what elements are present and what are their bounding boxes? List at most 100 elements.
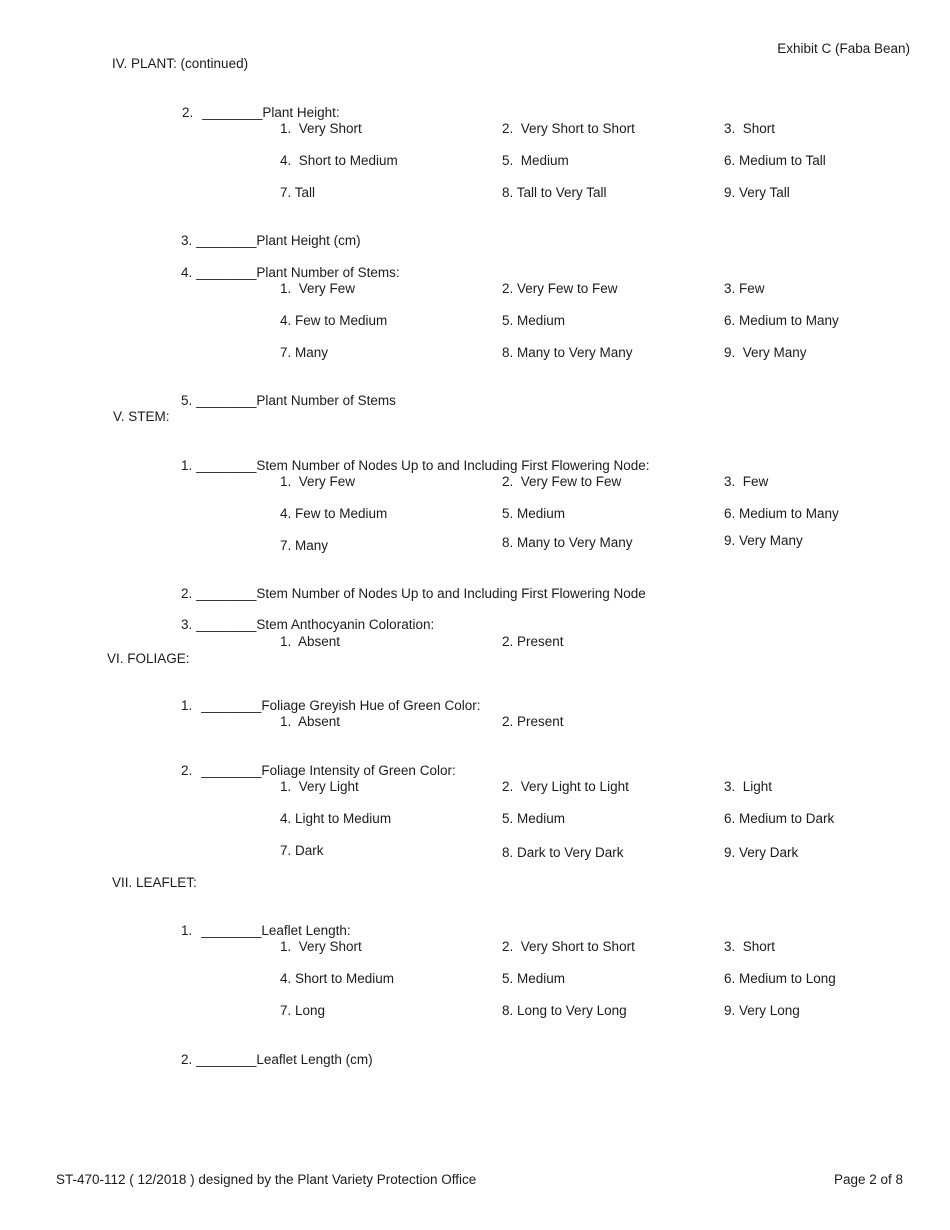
fill-in-blank: ________ (201, 923, 262, 938)
item-number: 3. (181, 617, 193, 632)
option-cell: 2. Very Short to Short (502, 939, 635, 954)
fill-in-blank: ________ (196, 265, 257, 280)
option-cell: 1. Very Short (280, 939, 362, 954)
item-number: 4. (181, 265, 193, 280)
form-item-stem-anthocyanin: 3.________Stem Anthocyanin Coloration: (166, 601, 434, 649)
form-item-plant-number-of-stems-value: 5.________Plant Number of Stems (166, 377, 396, 425)
options-row: 4. Short to Medium 5. Medium 6. Medium t… (0, 153, 950, 169)
footer-form-number: ST-470-112 ( 12/2018 ) designed by the P… (56, 1172, 477, 1187)
option-cell: 7. Long (280, 1003, 326, 1018)
option-cell: 9. Very Long (724, 1003, 800, 1018)
item-label: Plant Number of Stems: (256, 265, 400, 280)
item-number: 3. (181, 233, 193, 248)
footer-page-number: Page 2 of 8 (833, 1172, 903, 1187)
item-number: 2. (181, 763, 193, 778)
item-label: Stem Number of Nodes Up to and Including… (256, 458, 650, 473)
option-cell: 7. Many (280, 538, 329, 553)
form-item-plant-height: 2. ________Plant Height: (167, 89, 340, 137)
option-cell: 1. Absent (280, 714, 341, 729)
options-row: 4. Few to Medium 5. Medium 6. Medium to … (0, 313, 950, 329)
section-heading-vii: VII. LEAFLET: (112, 875, 197, 890)
option-cell: 2. Very Few to Few (502, 474, 622, 489)
options-row: 7. Dark 8. Dark to Very Dark 9. Very Dar… (0, 843, 950, 860)
form-item-leaflet-length: 1. ________Leaflet Length: (166, 907, 351, 955)
option-cell: 5. Medium (502, 313, 566, 328)
option-cell: 4. Short to Medium (280, 153, 398, 168)
option-cell: 7. Many (280, 345, 329, 360)
exhibit-label: Exhibit C (Faba Bean) (777, 41, 910, 56)
option-cell: 6. Medium to Many (724, 506, 839, 521)
option-cell: 1. Very Few (280, 474, 356, 489)
item-label: Leaflet Length (cm) (256, 1052, 373, 1067)
item-label: Stem Number of Nodes Up to and Including… (256, 586, 646, 601)
item-label: Plant Height: (262, 105, 340, 120)
section-heading-vi: VI. FOLIAGE: (107, 651, 190, 666)
fill-in-blank: ________ (196, 1052, 257, 1067)
option-cell: 8. Tall to Very Tall (502, 185, 607, 200)
item-label: Foliage Intensity of Green Color: (261, 763, 456, 778)
fill-in-blank: ________ (201, 698, 262, 713)
options-row: 7. Tall 8. Tall to Very Tall 9. Very Tal… (0, 185, 950, 201)
option-cell: 8. Many to Very Many (502, 345, 633, 360)
item-label: Stem Anthocyanin Coloration: (256, 617, 435, 632)
options-row: 1. Very Short 2. Very Short to Short 3. … (0, 121, 950, 137)
item-number: 2. (182, 105, 194, 120)
option-cell: 3. Few (724, 281, 765, 296)
option-cell: 6. Medium to Dark (724, 811, 835, 826)
options-row: 7. Many 8. Many to Very Many 9. Very Man… (0, 345, 950, 361)
option-cell: 7. Dark (280, 843, 324, 858)
item-label: Plant Number of Stems (256, 393, 396, 408)
option-cell: 2. Very Short to Short (502, 121, 635, 136)
option-cell: 3. Short (724, 121, 776, 136)
option-cell: 3. Light (724, 779, 773, 794)
options-row: 7. Many 8. Many to Very Many 9. Very Man… (0, 533, 950, 554)
fill-in-blank: ________ (196, 393, 257, 408)
option-cell: 5. Medium (502, 506, 566, 521)
option-cell: 8. Many to Very Many (502, 535, 633, 550)
options-row: 1. Absent 2. Present (0, 634, 950, 650)
item-label: Plant Height (cm) (256, 233, 361, 248)
option-cell: 1. Absent (280, 634, 341, 649)
fill-in-blank: ________ (196, 458, 257, 473)
form-item-plant-number-of-stems: 4.________Plant Number of Stems: (166, 249, 400, 297)
options-row: 7. Long 8. Long to Very Long 9. Very Lon… (0, 1003, 950, 1019)
fill-in-blank: ________ (201, 763, 262, 778)
item-number: 1. (181, 698, 193, 713)
item-label: Foliage Greyish Hue of Green Color: (261, 698, 481, 713)
option-cell: 6. Medium to Long (724, 971, 836, 986)
section-heading-iv: IV. PLANT: (continued) (112, 56, 249, 71)
option-cell: 7. Tall (280, 185, 316, 200)
option-cell: 8. Long to Very Long (502, 1003, 627, 1018)
option-cell: 2. Present (502, 634, 564, 649)
section-heading-v: V. STEM: (113, 409, 170, 424)
option-cell: 6. Medium to Many (724, 313, 839, 328)
form-item-stem-nodes: 1.________Stem Number of Nodes Up to and… (166, 442, 650, 490)
item-number: 1. (181, 923, 193, 938)
options-row: 1. Very Few 2. Very Few to Few 3. Few (0, 474, 950, 490)
option-cell: 4. Short to Medium (280, 971, 395, 986)
option-cell: 9. Very Tall (724, 185, 790, 200)
option-cell: 9. Very Dark (724, 845, 799, 860)
form-item-foliage-intensity: 2. ________Foliage Intensity of Green Col… (166, 747, 456, 795)
form-item-foliage-greyish-hue: 1. ________Foliage Greyish Hue of Green C… (166, 682, 480, 730)
item-number: 2. (181, 1052, 193, 1067)
options-row: 1. Very Short 2. Very Short to Short 3. … (0, 939, 950, 955)
option-cell: 4. Light to Medium (280, 811, 392, 826)
option-cell: 2. Very Light to Light (502, 779, 629, 794)
option-cell: 1. Very Few (280, 281, 356, 296)
options-row: 1. Very Light 2. Very Light to Light 3. … (0, 779, 950, 795)
option-cell: 2. Present (502, 714, 564, 729)
fill-in-blank: ________ (196, 617, 257, 632)
option-cell: 9. Very Many (724, 533, 803, 548)
option-cell: 9. Very Many (724, 345, 807, 360)
options-row: 1. Very Few 2. Very Few to Few 3. Few (0, 281, 950, 297)
item-label: Leaflet Length: (261, 923, 351, 938)
fill-in-blank: ________ (196, 586, 257, 601)
option-cell: 3. Short (724, 939, 776, 954)
fill-in-blank: ________ (202, 105, 263, 120)
option-cell: 8. Dark to Very Dark (502, 845, 624, 860)
option-cell: 5. Medium (502, 153, 569, 168)
options-row: 1. Absent 2. Present (0, 714, 950, 730)
option-cell: 5. Medium (502, 971, 566, 986)
